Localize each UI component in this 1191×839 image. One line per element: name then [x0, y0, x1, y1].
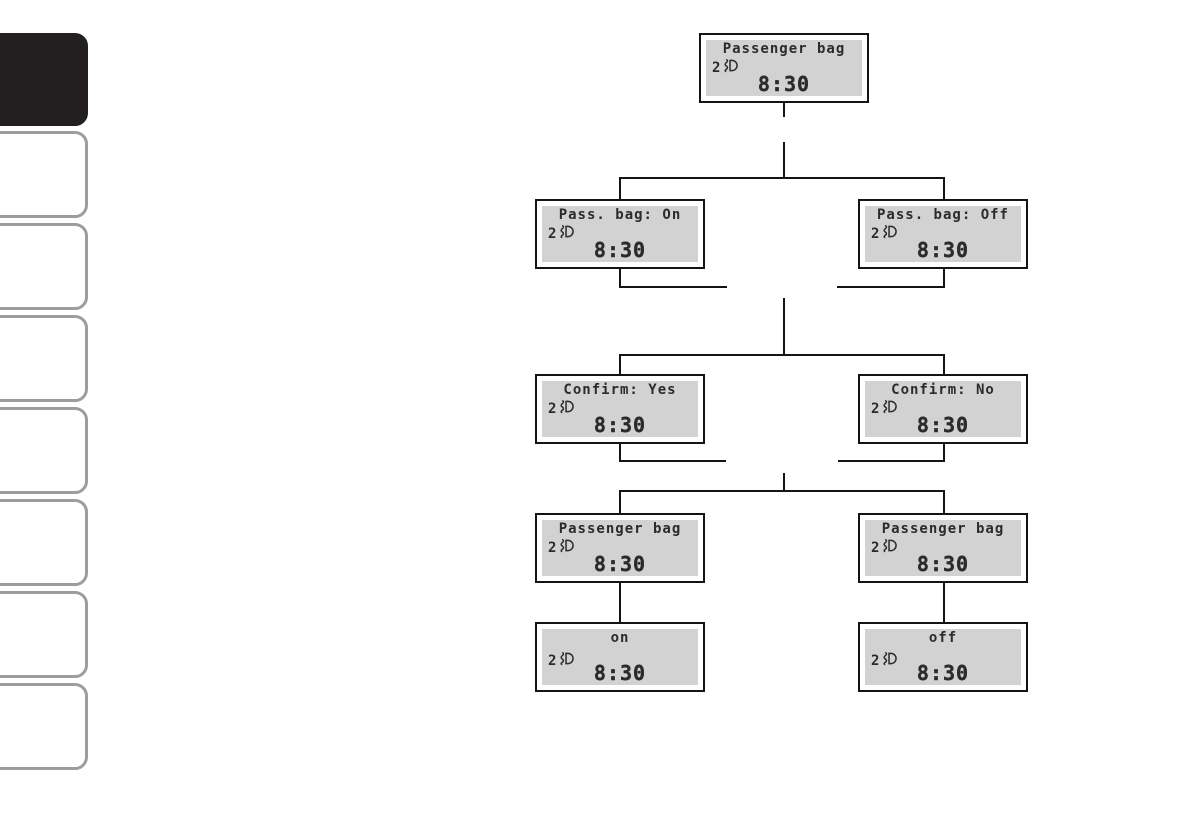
connector-line	[619, 460, 726, 462]
lcd-clock: 8:30	[593, 552, 647, 576]
lcd-indicator-number: 2	[712, 59, 721, 76]
lcd-title: Passenger bag	[881, 521, 1005, 537]
headlamp-icon	[557, 399, 576, 418]
connector-line	[943, 177, 945, 199]
lcd-indicator-number: 2	[548, 652, 557, 669]
lcd-title: Pass. bag: Off	[876, 207, 1009, 223]
headlamp-icon	[880, 399, 899, 418]
chapter-tab-4	[0, 315, 88, 402]
connector-line	[838, 460, 945, 462]
headlamp-icon	[721, 58, 740, 77]
connector-line	[619, 444, 621, 462]
headlamp-icon	[557, 651, 576, 670]
lcd-indicator-number: 2	[871, 539, 880, 556]
lcd-indicator-number: 2	[548, 225, 557, 242]
connector-line	[783, 298, 785, 356]
lcd-title: Confirm: No	[891, 382, 995, 398]
headlamp-icon	[880, 538, 899, 557]
connector-line	[619, 177, 621, 199]
lcd-clock: 8:30	[916, 661, 970, 685]
chapter-tab-7	[0, 591, 88, 678]
lcd-screen-confirm-no: Confirm: No 2 8:30	[858, 374, 1028, 444]
lcd-screen-pass-bag-off: Pass. bag: Off 2 8:30	[858, 199, 1028, 269]
lcd-title: Passenger bag	[722, 41, 846, 57]
lcd-screen-passenger-bag-left: Passenger bag 2 8:30	[535, 513, 705, 583]
headlamp-icon	[880, 651, 899, 670]
chapter-tab-3	[0, 223, 88, 310]
connector-line	[619, 583, 621, 622]
lcd-screen-status-on: on 2 8:30	[535, 622, 705, 692]
lcd-screen-passenger-bag-right: Passenger bag 2 8:30	[858, 513, 1028, 583]
lcd-screen-confirm-yes: Confirm: Yes 2 8:30	[535, 374, 705, 444]
lcd-clock: 8:30	[593, 661, 647, 685]
connector-line	[619, 490, 945, 492]
connector-line	[783, 473, 785, 492]
chapter-tab-1	[0, 33, 88, 126]
chapter-tab-5	[0, 407, 88, 494]
connector-line	[943, 444, 945, 462]
headlamp-icon	[880, 224, 899, 243]
lcd-title: on	[610, 630, 630, 646]
connector-line	[943, 583, 945, 622]
headlamp-icon	[557, 224, 576, 243]
connector-line	[619, 490, 621, 513]
lcd-screen-status-off: off 2 8:30	[858, 622, 1028, 692]
lcd-clock: 8:30	[916, 238, 970, 262]
connector-line	[619, 354, 945, 356]
lcd-clock: 8:30	[916, 413, 970, 437]
chapter-tab-8	[0, 683, 88, 770]
connector-line	[943, 354, 945, 374]
connector-line	[619, 286, 727, 288]
chapter-tab-2	[0, 131, 88, 218]
lcd-screen-pass-bag-on: Pass. bag: On 2 8:30	[535, 199, 705, 269]
lcd-indicator-number: 2	[548, 400, 557, 417]
connector-line	[783, 142, 785, 179]
connector-line	[619, 269, 621, 288]
lcd-clock: 8:30	[757, 72, 811, 96]
lcd-title: Pass. bag: On	[558, 207, 682, 223]
lcd-clock: 8:30	[593, 238, 647, 262]
connector-line	[837, 286, 945, 288]
lcd-screen-passenger-bag-menu: Passenger bag 2 8:30	[699, 33, 869, 103]
connector-line	[783, 103, 785, 117]
lcd-title: Confirm: Yes	[563, 382, 677, 398]
lcd-clock: 8:30	[916, 552, 970, 576]
lcd-title: off	[928, 630, 958, 646]
lcd-indicator-number: 2	[871, 652, 880, 669]
connector-line	[943, 269, 945, 288]
connector-line	[943, 490, 945, 513]
lcd-title: Passenger bag	[558, 521, 682, 537]
connector-line	[619, 177, 945, 179]
lcd-indicator-number: 2	[871, 400, 880, 417]
connector-line	[619, 354, 621, 374]
headlamp-icon	[557, 538, 576, 557]
lcd-indicator-number: 2	[871, 225, 880, 242]
lcd-indicator-number: 2	[548, 539, 557, 556]
lcd-clock: 8:30	[593, 413, 647, 437]
chapter-tab-6	[0, 499, 88, 586]
